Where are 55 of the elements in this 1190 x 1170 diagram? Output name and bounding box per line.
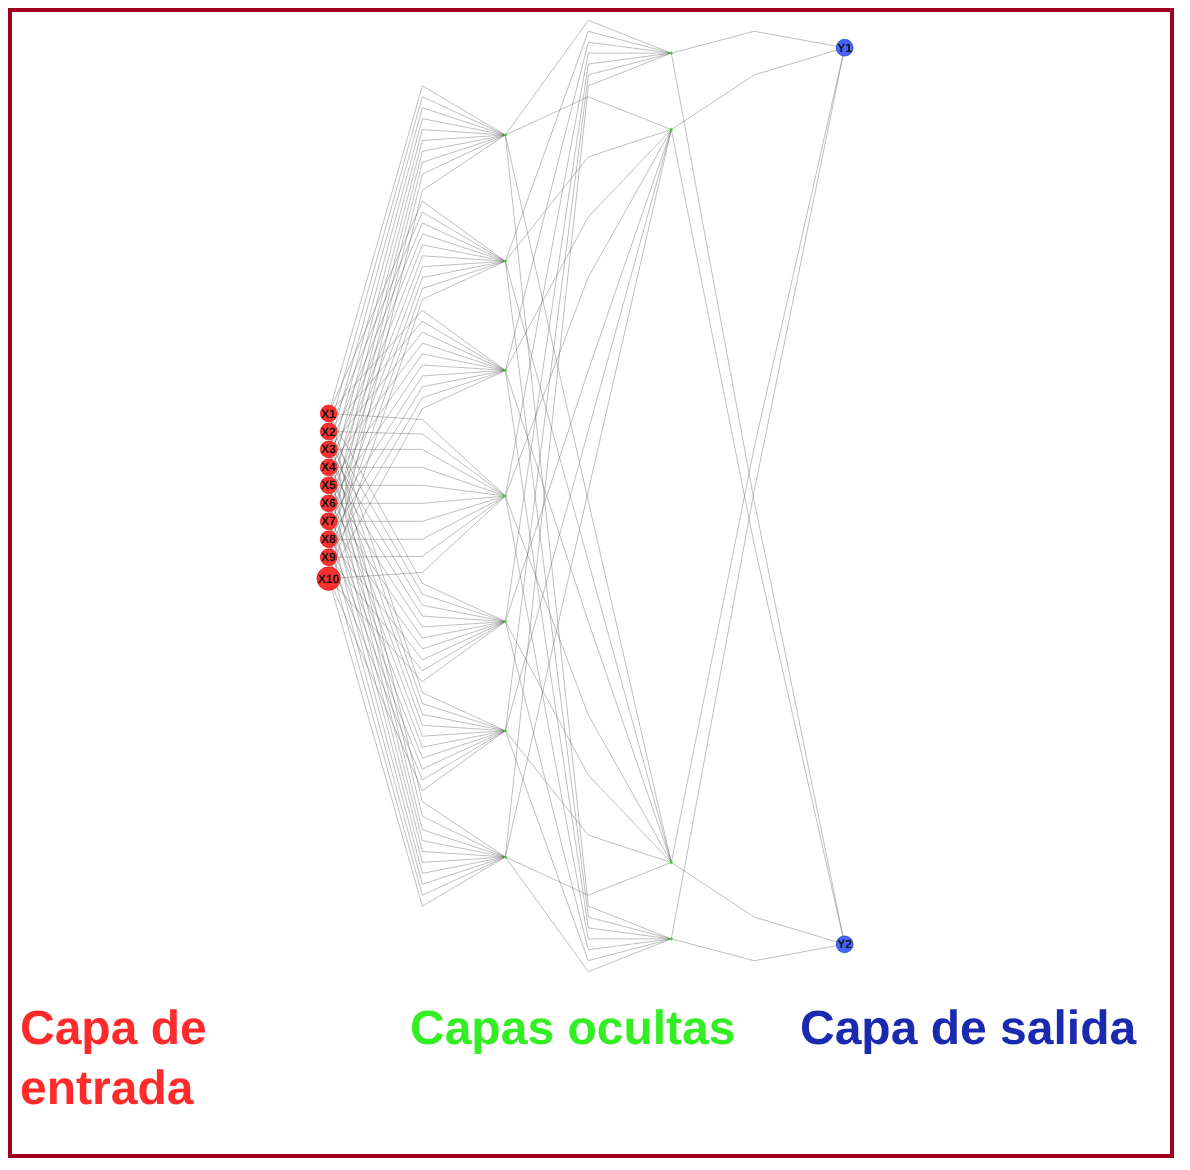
connector bbox=[333, 364, 505, 497]
connector bbox=[505, 130, 671, 496]
connector bbox=[505, 52, 671, 496]
node-circle bbox=[504, 729, 507, 733]
connector bbox=[505, 129, 671, 261]
connector bbox=[336, 496, 505, 558]
connector bbox=[672, 862, 837, 943]
connector bbox=[506, 857, 671, 896]
layer-label: Capas ocultas bbox=[410, 1000, 738, 1060]
node-circle bbox=[669, 861, 673, 864]
connector bbox=[505, 496, 671, 940]
node-circle bbox=[669, 937, 673, 941]
connector bbox=[336, 449, 505, 496]
connector bbox=[672, 49, 837, 130]
connector bbox=[505, 622, 671, 950]
connector bbox=[505, 20, 671, 135]
connector bbox=[336, 587, 505, 682]
connector bbox=[505, 496, 671, 862]
connector bbox=[336, 496, 505, 522]
node-circle bbox=[669, 128, 673, 131]
node-circle bbox=[504, 259, 507, 263]
connector bbox=[505, 622, 671, 862]
connector bbox=[336, 496, 505, 540]
node-circle bbox=[504, 620, 507, 623]
connector bbox=[506, 96, 671, 135]
connector bbox=[333, 492, 505, 628]
connector bbox=[340, 496, 505, 578]
layer-label: Capa de entrada bbox=[20, 1000, 209, 1120]
connector bbox=[333, 342, 505, 461]
node-circle bbox=[504, 369, 507, 372]
connector bbox=[336, 431, 505, 496]
connector bbox=[505, 42, 671, 370]
connector bbox=[333, 589, 505, 791]
connector bbox=[336, 413, 505, 496]
connector bbox=[336, 495, 505, 504]
connector bbox=[505, 31, 671, 261]
node-circle bbox=[504, 133, 507, 137]
connector bbox=[336, 485, 505, 497]
connector bbox=[333, 545, 505, 660]
node-circle bbox=[669, 51, 673, 55]
connector bbox=[334, 310, 505, 408]
connector bbox=[333, 353, 505, 479]
connector bbox=[336, 467, 505, 496]
connector bbox=[334, 321, 505, 426]
connector bbox=[333, 332, 505, 443]
connector bbox=[333, 510, 505, 639]
connector bbox=[505, 130, 671, 370]
connector bbox=[505, 731, 671, 961]
node-circle bbox=[504, 494, 507, 498]
connector bbox=[505, 857, 671, 972]
connector bbox=[333, 527, 505, 650]
node-circle bbox=[504, 855, 507, 859]
connector bbox=[505, 731, 671, 863]
connector bbox=[333, 563, 505, 671]
layer-label: Capa de salida bbox=[800, 1000, 1139, 1060]
